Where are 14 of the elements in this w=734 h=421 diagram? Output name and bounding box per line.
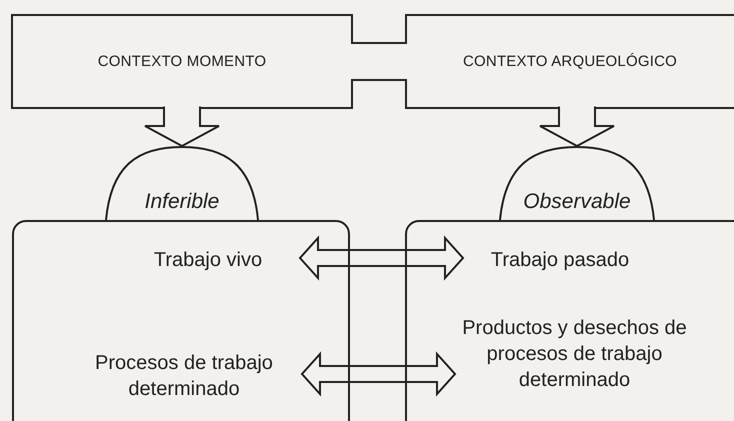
panel — [12, 220, 350, 421]
dome-label: Observable — [523, 190, 631, 214]
panel-text: Productos y desechos de procesos de trabajo determinado — [461, 316, 688, 393]
dome-label: Inferible — [144, 190, 220, 214]
panel-text: Trabajo pasado — [490, 248, 630, 273]
context-label: CONTEXTO ARQUEOLÓGICO — [463, 53, 677, 70]
panel-text: Procesos de trabajo determinado — [94, 351, 274, 402]
block-arrow — [144, 106, 220, 148]
context-label: CONTEXTO MOMENTO — [98, 53, 266, 70]
block-arrow — [300, 351, 456, 397]
block-arrow — [539, 106, 615, 148]
block-arrow — [298, 235, 464, 281]
panel — [405, 220, 734, 421]
panel-text: Trabajo vivo — [154, 248, 262, 273]
